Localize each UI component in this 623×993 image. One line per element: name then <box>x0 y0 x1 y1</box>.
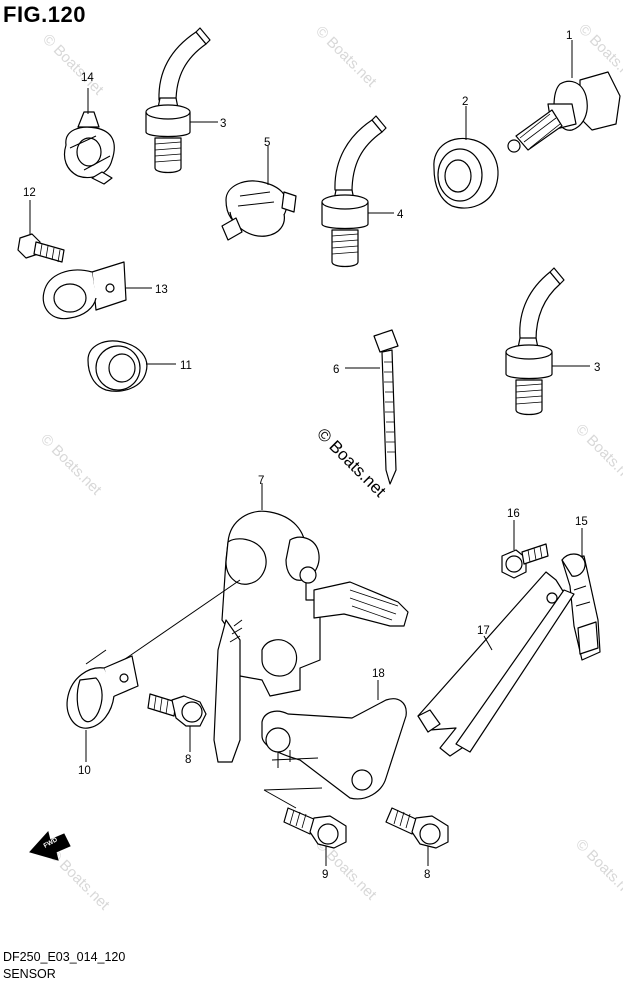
part-17-rod <box>417 571 575 757</box>
part-8-bolt-left <box>147 693 207 727</box>
callout-10: 10 <box>78 765 91 777</box>
callout-9: 9 <box>322 869 328 881</box>
callout-7: 7 <box>258 475 264 487</box>
svg-text:© Boats.net: © Boats.net <box>312 23 380 91</box>
callout-18: 18 <box>372 668 385 680</box>
svg-text:© Boats.net: © Boats.net <box>572 421 623 489</box>
callout-16: 16 <box>507 508 520 520</box>
callout-14: 14 <box>81 72 94 84</box>
fwd-arrow-icon: FWD <box>29 830 71 861</box>
callout-3b: 3 <box>594 362 600 374</box>
callout-11: 11 <box>180 360 192 372</box>
callout-8a: 8 <box>185 754 191 766</box>
callout-15: 15 <box>575 516 588 528</box>
part-9-bolt <box>283 807 347 849</box>
part-15-bracket <box>561 553 601 661</box>
callout-4: 4 <box>397 209 404 221</box>
part-7-bracket <box>213 510 409 763</box>
part-2-grommet <box>433 137 499 209</box>
figure-name: SENSOR <box>3 967 56 981</box>
part-3-sensor-upper <box>145 27 211 174</box>
part-6-cable-tie <box>373 329 399 485</box>
part-4-sensor <box>321 115 387 268</box>
callout-2: 2 <box>462 96 468 108</box>
callout-1: 1 <box>566 30 572 42</box>
part-11-grommet <box>87 340 148 392</box>
svg-text:© Boats.net: © Boats.net <box>39 31 107 99</box>
center-watermark: © Boats.net <box>313 424 390 501</box>
part-12-bolt <box>17 233 65 263</box>
figure-code: DF250_E03_014_120 <box>3 950 126 964</box>
part-14-clip <box>63 111 115 185</box>
part-16-bolt <box>501 543 549 579</box>
svg-text:© Boats.net: © Boats.net <box>37 431 105 499</box>
callout-6: 6 <box>333 364 339 376</box>
callout-12: 12 <box>23 187 36 199</box>
callout-labels: 1 2 3 3 4 5 6 7 8 8 9 10 11 12 13 14 15 … <box>23 30 600 881</box>
part-18-plate <box>261 698 407 809</box>
callout-3a: 3 <box>220 118 226 130</box>
part-5-knock-sensor <box>221 180 297 241</box>
callout-5: 5 <box>264 137 270 149</box>
part-3-sensor-lower <box>505 267 565 416</box>
part-10-clamp <box>66 655 139 729</box>
callout-8b: 8 <box>424 869 430 881</box>
part-13-clamp <box>42 261 127 320</box>
callout-13: 13 <box>155 284 168 296</box>
svg-text:© Boats.net: © Boats.net <box>572 836 623 904</box>
callout-17: 17 <box>477 625 490 637</box>
figure-title: FIG.120 <box>3 2 86 27</box>
part-1-temp-sensor <box>507 71 621 153</box>
part-8-bolt-right <box>385 807 449 849</box>
